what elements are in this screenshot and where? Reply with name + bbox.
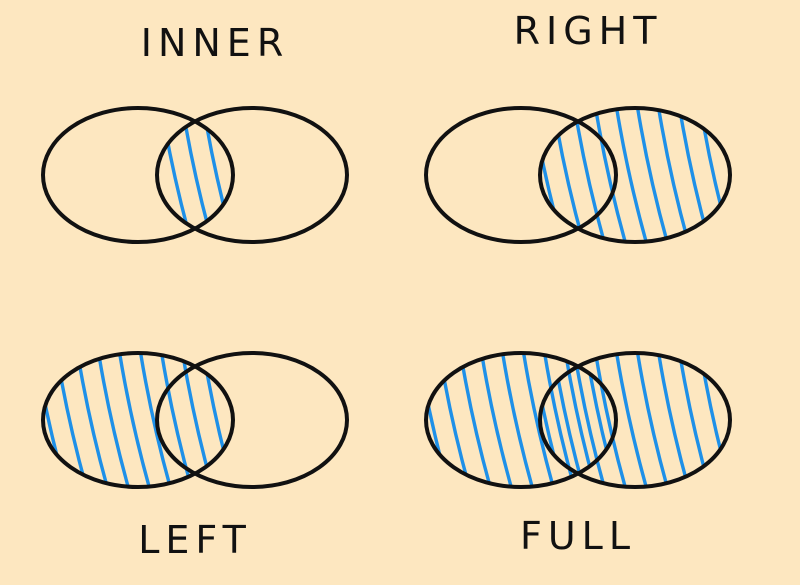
hatch-intersection-stroke-4 (97, 98, 131, 252)
hatch-right-stroke-5 (613, 108, 651, 242)
hatch-right-stroke-4 (592, 353, 630, 487)
left-set-outline (424, 351, 618, 489)
diagram-right: RIGHT (424, 9, 732, 244)
hatch-left (426, 353, 616, 487)
hatch-left-stroke-1 (426, 353, 453, 487)
hatch-right-stroke-9 (697, 353, 730, 487)
label-left: LEFT (138, 518, 252, 562)
right-set-outline (155, 106, 349, 244)
hatch-left-stroke-6 (520, 353, 558, 487)
diagram-full: FULL (424, 351, 732, 558)
hatch-left-stroke-6 (137, 353, 175, 487)
hatch-left-stroke-9 (200, 353, 233, 487)
hatch-intersection-stroke-11 (244, 98, 278, 252)
diagram-inner: INNER (34, 21, 349, 252)
right-set-outline (538, 106, 732, 244)
hatch-intersection-stroke-5 (118, 98, 152, 252)
hatch-intersection-stroke-9 (200, 108, 233, 242)
hatch-left-stroke-5 (499, 353, 537, 487)
hatch-right-stroke-1 (540, 108, 567, 242)
hatch-left-stroke-10 (221, 353, 233, 487)
hatch-right (540, 108, 730, 242)
hatch-intersection-stroke-10 (221, 108, 233, 242)
hatch-right-stroke-9 (697, 108, 730, 242)
label-right: RIGHT (514, 9, 663, 53)
hatch-right-stroke-10 (718, 108, 730, 242)
left-set-outline (41, 351, 235, 489)
hatch-right-stroke-5 (613, 353, 651, 487)
label-inner: INNER (141, 21, 289, 65)
hatch-right-stroke-4 (592, 108, 630, 242)
hatch-left (43, 353, 233, 487)
right-set-outline (538, 351, 732, 489)
hatch-intersection-stroke-12 (265, 98, 299, 252)
right-set-outline (155, 351, 349, 489)
hatch-left-stroke-1 (43, 353, 70, 487)
hatch-right-stroke-6 (634, 108, 672, 242)
left-set-outline (424, 106, 618, 244)
hatch-left-stroke-5 (116, 353, 154, 487)
hatch-right-stroke-10 (718, 353, 730, 487)
diagram-left: LEFT (41, 351, 349, 562)
hatch-left-stroke-4 (478, 353, 516, 487)
hatch-left-stroke-4 (95, 353, 133, 487)
label-full: FULL (520, 514, 636, 558)
hatch-right-stroke-6 (634, 353, 672, 487)
hatch-intersection-stroke-13 (286, 98, 320, 252)
left-set-outline (41, 106, 235, 244)
hatch-intersection-stroke-1 (34, 98, 68, 252)
hatch-intersection-stroke-7 (158, 108, 196, 242)
